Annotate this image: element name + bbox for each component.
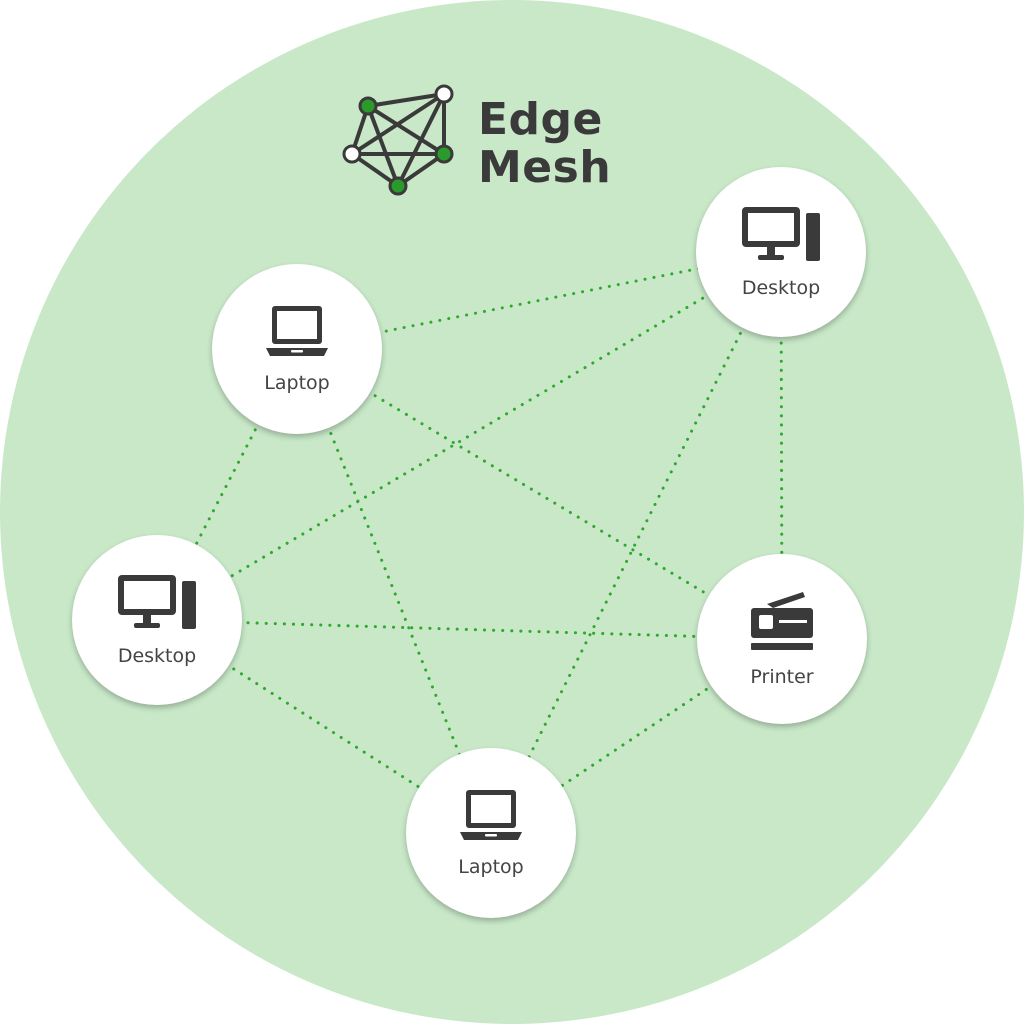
printer-icon — [751, 592, 813, 650]
node-label: Desktop — [117, 645, 197, 667]
link-desktop_topright-laptop_bottom — [489, 250, 783, 835]
desktop-icon — [742, 207, 820, 261]
node-desktop-topright[interactable]: Desktop — [696, 167, 866, 337]
node-label: Desktop — [741, 277, 821, 299]
node-label: Printer — [750, 666, 814, 688]
laptop-icon — [460, 790, 522, 840]
laptop-icon — [266, 306, 328, 356]
node-desktop-left[interactable]: Desktop — [72, 535, 242, 705]
edge-mesh-logo: Edge Mesh — [340, 82, 620, 202]
node-label: Laptop — [264, 372, 330, 394]
node-printer[interactable]: Printer — [697, 554, 867, 724]
desktop-icon — [118, 575, 196, 629]
logo-line-1: Edge — [478, 94, 603, 145]
link-desktop_left-printer — [155, 618, 784, 641]
node-laptop-top[interactable]: Laptop — [212, 264, 382, 434]
node-label: Laptop — [458, 856, 524, 878]
mesh-network-icon — [342, 84, 454, 196]
logo-line-2: Mesh — [478, 142, 612, 193]
link-laptop_top-printer — [295, 347, 784, 641]
node-laptop-bottom[interactable]: Laptop — [406, 748, 576, 918]
logo-wordmark: Edge Mesh — [478, 96, 611, 192]
